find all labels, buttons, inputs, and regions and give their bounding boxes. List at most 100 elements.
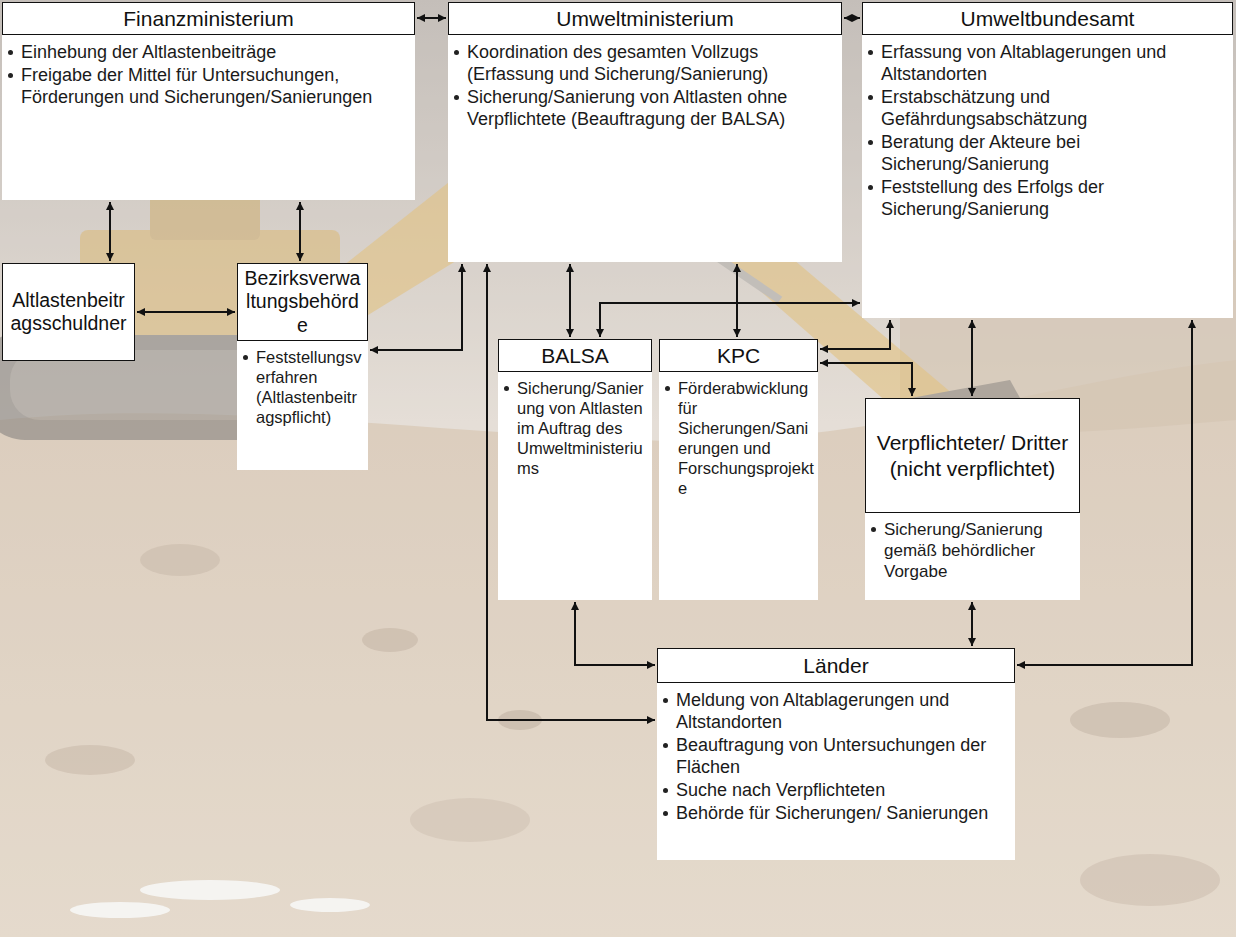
box-heading: Verpflichteter/ Dritter (nicht verpflich… — [871, 430, 1074, 480]
double-arrow-connector — [109, 202, 111, 261]
double-arrow-connector — [971, 320, 973, 396]
box-heading: KPC — [717, 343, 760, 368]
actor-box: BezirksverwaltungsbehördeFeststellungsve… — [237, 263, 368, 470]
actor-box: UmweltministeriumKoordination des gesamt… — [448, 2, 842, 262]
double-arrow-connector — [820, 320, 890, 349]
bullet-text: Feststellungsverfahren (Altlastenbeitrag… — [256, 347, 364, 427]
box-heading: Länder — [803, 653, 868, 678]
double-arrow-connector — [736, 264, 738, 337]
bullet-text: Feststellung des Erfolgs der Sicherung/S… — [881, 176, 1229, 220]
bullet-text: Behörde für Sicherungen/ Sanierungen — [676, 802, 1011, 824]
actor-box: BALSA Sicherung/Sanierung von Altlasten i… — [498, 339, 652, 600]
bullet-text: Beauftragung von Untersuchungen der Fläc… — [676, 734, 1011, 778]
box-body: Feststellungsverfahren (Altlastenbeitrag… — [237, 341, 368, 470]
bullet-dot — [871, 527, 876, 532]
double-arrow-connector — [487, 264, 655, 720]
bullet-dot — [868, 185, 873, 190]
box-heading-frame: Bezirksverwaltungsbehörde — [237, 263, 368, 341]
bullet-item: Förderabwicklung für Sicherungen/Sanieru… — [665, 378, 814, 498]
bullet-item: Erstabschätzung und Gefährdungsabschätzu… — [868, 86, 1229, 130]
bullet-text: Freigabe der Mittel für Untersuchungen, … — [21, 64, 411, 108]
double-arrow-connector — [370, 264, 462, 350]
bullet-dot — [665, 386, 670, 391]
box-body: Einhebung der AltlastenbeiträgeFreigabe … — [2, 35, 415, 200]
double-arrow-connector — [971, 602, 973, 646]
bullet-text: Sicherung/Sanierung von Altlasten ohne V… — [467, 86, 838, 130]
bullet-item: Sicherung/Sanierung von Altlasten im Auf… — [504, 378, 648, 478]
bullet-item: Behörde für Sicherungen/ Sanierungen — [663, 802, 1011, 824]
box-heading: Finanzministerium — [123, 6, 293, 31]
box-body: Meldung von Altablagerungen und Altstand… — [657, 683, 1015, 860]
actor-box: FinanzministeriumEinhebung der Altlasten… — [2, 2, 415, 200]
box-heading-frame: Umweltbundesamt — [862, 2, 1233, 35]
double-arrow-connector — [137, 311, 235, 313]
bullet-text: Sicherung/Sanierung von Altlasten im Auf… — [517, 378, 648, 478]
bullet-text: Erfassung von Altablagerungen und Altsta… — [881, 41, 1229, 85]
box-heading: BALSA — [541, 343, 609, 368]
bullet-text: Erstabschätzung und Gefährdungsabschätzu… — [881, 86, 1229, 130]
bullet-text: Beratung der Akteure bei Sicherung/Sanie… — [881, 131, 1229, 175]
bullet-item: Suche nach Verpflichteten — [663, 779, 1011, 801]
bullet-dot — [663, 788, 668, 793]
bullet-item: Feststellung des Erfolgs der Sicherung/S… — [868, 176, 1229, 220]
box-heading: Altlastenbeitragsschuldner — [8, 289, 129, 336]
bullet-dot — [454, 50, 459, 55]
double-arrow-connector — [820, 363, 912, 396]
bullet-text: Meldung von Altablagerungen und Altstand… — [676, 689, 1011, 733]
bullet-text: Suche nach Verpflichteten — [676, 779, 1011, 801]
double-arrow-connector — [844, 17, 860, 19]
box-heading-frame: Umweltministerium — [448, 2, 842, 35]
box-heading: Umweltbundesamt — [961, 6, 1135, 31]
bullet-item: Feststellungsverfahren (Altlastenbeitrag… — [243, 347, 364, 427]
box-heading-frame: Altlastenbeitragsschuldner — [2, 263, 135, 361]
bullet-item: Einhebung der Altlastenbeiträge — [8, 41, 411, 63]
bullet-dot — [868, 50, 873, 55]
double-arrow-connector — [299, 202, 301, 261]
box-heading-frame: Länder — [657, 648, 1015, 683]
bullet-dot — [868, 140, 873, 145]
box-body: Förderabwicklung für Sicherungen/Sanieru… — [659, 372, 818, 600]
box-body: Sicherung/Sanierung gemäß behördlicher V… — [865, 513, 1080, 600]
bullet-item: Koordination des gesamten Vollzugs (Erfa… — [454, 41, 838, 85]
box-heading-frame: KPC — [659, 339, 818, 372]
bullet-dot — [663, 743, 668, 748]
bullet-dot — [868, 95, 873, 100]
double-arrow-connector — [575, 602, 655, 665]
box-heading: Umweltministerium — [556, 6, 733, 31]
bullet-item: Meldung von Altablagerungen und Altstand… — [663, 689, 1011, 733]
actor-box: KPC Förderabwicklung für Sicherungen/Sani… — [659, 339, 818, 600]
bullet-item: Sicherung/Sanierung von Altlasten ohne V… — [454, 86, 838, 130]
box-heading-frame: Verpflichteter/ Dritter (nicht verpflich… — [865, 398, 1080, 513]
bullet-text: Förderabwicklung für Sicherungen/Sanieru… — [678, 378, 814, 498]
bullet-item: Freigabe der Mittel für Untersuchungen, … — [8, 64, 411, 108]
bullet-text: Koordination des gesamten Vollzugs (Erfa… — [467, 41, 838, 85]
bullet-item: Sicherung/Sanierung gemäß behördlicher V… — [871, 519, 1076, 582]
bullet-item: Erfassung von Altablagerungen und Altsta… — [868, 41, 1229, 85]
double-arrow-connector — [569, 264, 571, 337]
bullet-text: Sicherung/Sanierung gemäß behördlicher V… — [884, 519, 1076, 582]
double-arrow-connector — [600, 303, 860, 337]
actor-box: Altlastenbeitragsschuldner — [2, 263, 135, 361]
actor-box: Verpflichteter/ Dritter (nicht verpflich… — [865, 398, 1080, 600]
bullet-dot — [243, 355, 248, 360]
bullet-text: Einhebung der Altlastenbeiträge — [21, 41, 411, 63]
bullet-dot — [663, 811, 668, 816]
bullet-dot — [504, 386, 509, 391]
box-body: Koordination des gesamten Vollzugs (Erfa… — [448, 35, 842, 262]
double-arrow-connector — [417, 17, 446, 19]
bullet-dot — [8, 50, 13, 55]
bullet-dot — [454, 95, 459, 100]
bullet-item: Beauftragung von Untersuchungen der Fläc… — [663, 734, 1011, 778]
actor-box: UmweltbundesamtErfassung von Altablageru… — [862, 2, 1233, 318]
bullet-item: Beratung der Akteure bei Sicherung/Sanie… — [868, 131, 1229, 175]
box-body: Erfassung von Altablagerungen und Altsta… — [862, 35, 1233, 318]
box-heading-frame: BALSA — [498, 339, 652, 372]
box-heading: Bezirksverwaltungsbehörde — [243, 267, 362, 337]
bullet-dot — [663, 698, 668, 703]
bullet-dot — [8, 73, 13, 78]
actor-box: LänderMeldung von Altablagerungen und Al… — [657, 648, 1015, 860]
box-heading-frame: Finanzministerium — [2, 2, 415, 35]
